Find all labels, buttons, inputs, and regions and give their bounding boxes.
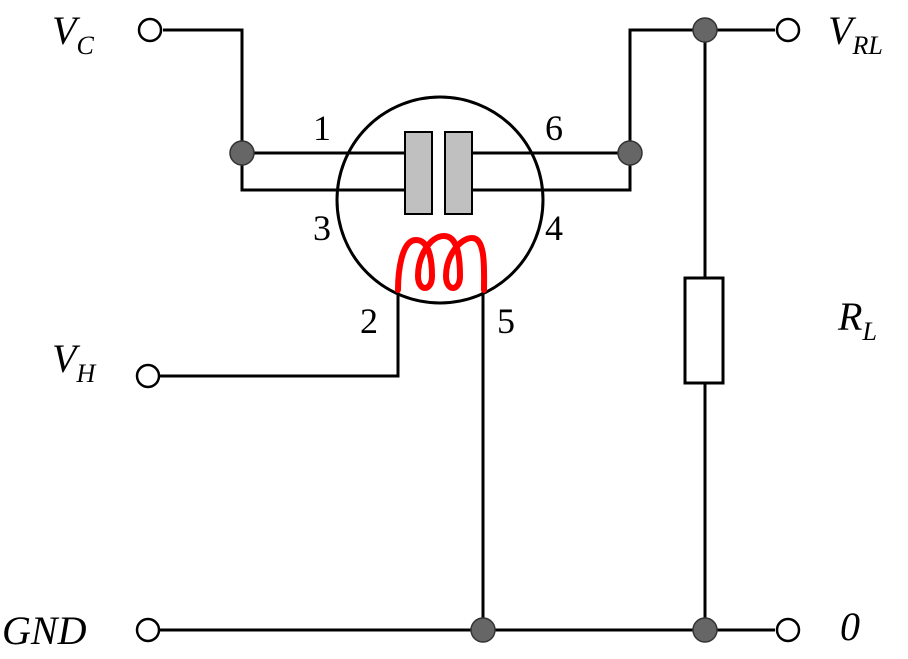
- wire-pin4: [470, 28, 705, 192]
- terminal-zero: [775, 617, 801, 643]
- label-vc-main: V: [52, 8, 81, 53]
- label-vc: VC: [52, 8, 94, 60]
- junction-dot: [692, 17, 718, 43]
- label-rl-sub: L: [861, 317, 876, 346]
- junction-dot: [470, 617, 496, 643]
- label-vrl-main: V: [828, 8, 857, 53]
- terminal-vh: [135, 363, 161, 389]
- pin-2-label: 2: [360, 301, 378, 341]
- pin-3-label: 3: [313, 208, 331, 248]
- electrode-left: [404, 131, 433, 215]
- sensor-body: [335, 95, 545, 305]
- junction-dot: [229, 140, 255, 166]
- label-vh: VH: [52, 336, 96, 388]
- pin-5-label: 5: [497, 301, 515, 341]
- terminal-vc: [137, 17, 163, 43]
- label-vc-sub: C: [76, 31, 94, 60]
- label-rl: RL: [837, 294, 877, 346]
- pin-6-label: 6: [545, 108, 563, 148]
- label-zero: 0: [840, 604, 860, 649]
- wire-vc: [163, 28, 405, 192]
- label-vrl: VRL: [828, 8, 883, 60]
- terminal-gnd: [135, 617, 161, 643]
- label-vh-main: V: [52, 336, 81, 381]
- label-vh-sub: H: [75, 359, 96, 388]
- junction-dot: [692, 617, 718, 643]
- terminal-vrl: [775, 17, 801, 43]
- wires: [160, 28, 775, 632]
- junction-dot: [617, 140, 643, 166]
- pin-4-label: 4: [545, 208, 563, 248]
- label-vrl-sub: RL: [851, 31, 882, 60]
- pin-1-label: 1: [313, 108, 331, 148]
- label-gnd: GND: [2, 608, 87, 653]
- resistor-rl: [683, 276, 725, 385]
- heater-coil: [395, 232, 488, 293]
- label-rl-main: R: [837, 294, 862, 339]
- wire-vh: [160, 290, 400, 378]
- electrode-right: [444, 131, 473, 215]
